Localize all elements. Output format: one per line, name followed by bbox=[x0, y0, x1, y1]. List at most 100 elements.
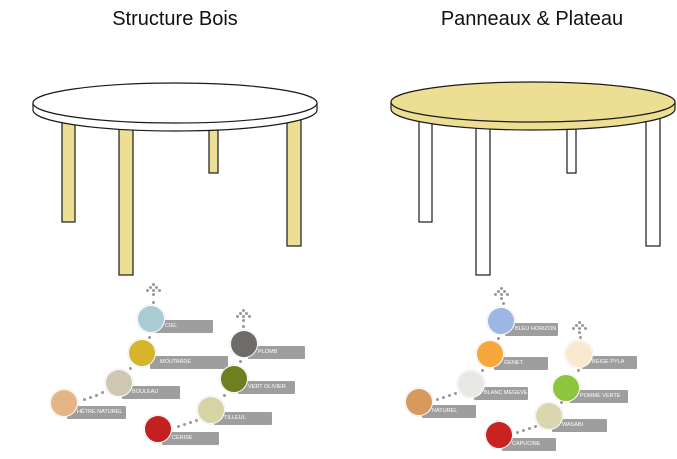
arrow-dot-icon bbox=[155, 286, 158, 289]
arrow-dot-icon bbox=[239, 312, 242, 315]
color-swatch-ciel[interactable] bbox=[137, 305, 165, 333]
title-structure-bois: Structure Bois bbox=[112, 8, 238, 30]
connector-dot bbox=[577, 369, 580, 372]
connector-dot bbox=[528, 427, 531, 430]
arrow-dot-icon bbox=[578, 327, 581, 330]
color-swatch-vert-olivier[interactable] bbox=[220, 365, 248, 393]
color-swatch-capucine[interactable] bbox=[485, 421, 513, 449]
swatch-label: WASABI bbox=[552, 419, 607, 432]
connector-dot bbox=[223, 394, 226, 397]
arrow-dot-icon bbox=[146, 289, 149, 292]
tabletop bbox=[32, 82, 318, 124]
connector-dot bbox=[148, 336, 151, 339]
color-swatch-hêtre-naturel[interactable] bbox=[50, 389, 78, 417]
swatch-label: GENET bbox=[494, 357, 548, 370]
arrow-dot-icon bbox=[572, 327, 575, 330]
connector-dot bbox=[242, 325, 245, 328]
color-swatch-naturel[interactable] bbox=[405, 388, 433, 416]
color-swatch-blanc-megeve[interactable] bbox=[457, 370, 485, 398]
swatch-label: POMME VERTE bbox=[570, 390, 628, 403]
arrow-dot-icon bbox=[149, 286, 152, 289]
color-swatch-bouleau[interactable] bbox=[105, 369, 133, 397]
arrow-dot-icon bbox=[242, 319, 245, 322]
connector-dot bbox=[89, 396, 92, 399]
color-swatch-plomb[interactable] bbox=[230, 330, 258, 358]
color-swatch-genet[interactable] bbox=[476, 340, 504, 368]
swatch-label: TILLEUL bbox=[214, 412, 272, 425]
arrow-dot-icon bbox=[236, 315, 239, 318]
swatch-label: BOULEAU bbox=[122, 386, 180, 399]
arrow-dot-icon bbox=[575, 324, 578, 327]
color-swatch-cerise[interactable] bbox=[144, 415, 172, 443]
connector-dot bbox=[502, 302, 505, 305]
swatch-label: MOUTARDE bbox=[150, 356, 228, 369]
swatch-label: BLANC MEGEVE bbox=[474, 387, 528, 400]
color-swatch-tilleul[interactable] bbox=[197, 396, 225, 424]
connector-dot bbox=[522, 429, 525, 432]
arrow-dot-icon bbox=[500, 287, 503, 290]
arrow-dot-icon bbox=[158, 289, 161, 292]
color-swatch-wasabi[interactable] bbox=[535, 402, 563, 430]
arrow-dot-icon bbox=[248, 315, 251, 318]
table-structure-bois bbox=[32, 82, 318, 276]
table-panneaux-plateau bbox=[390, 81, 676, 276]
connector-dot bbox=[83, 398, 86, 401]
arrow-dot-icon bbox=[500, 293, 503, 296]
arrow-dot-icon bbox=[242, 309, 245, 312]
connector-dot bbox=[177, 425, 180, 428]
color-swatch-pomme-verte[interactable] bbox=[552, 374, 580, 402]
tabletop bbox=[390, 81, 676, 123]
swatch-label: PLOMB bbox=[248, 346, 305, 359]
arrow-dot-icon bbox=[500, 297, 503, 300]
connector-dot bbox=[442, 396, 445, 399]
arrow-dot-icon bbox=[245, 312, 248, 315]
swatch-label: CAPUCINE bbox=[502, 438, 556, 451]
leg bbox=[566, 124, 577, 174]
arrow-dot-icon bbox=[578, 321, 581, 324]
arrow-dot-icon bbox=[152, 289, 155, 292]
connector-dot bbox=[497, 337, 500, 340]
leg bbox=[418, 117, 433, 223]
arrow-dot-icon bbox=[494, 293, 497, 296]
leg bbox=[645, 117, 661, 247]
connector-dot bbox=[516, 431, 519, 434]
leg bbox=[475, 126, 491, 276]
connector-dot bbox=[448, 394, 451, 397]
connector-dot bbox=[481, 369, 484, 372]
arrow-dot-icon bbox=[581, 324, 584, 327]
arrow-dot-icon bbox=[578, 331, 581, 334]
arrow-dot-icon bbox=[584, 327, 587, 330]
connector-dot bbox=[534, 425, 537, 428]
leg bbox=[118, 126, 134, 276]
connector-dot bbox=[239, 360, 242, 363]
connector-dot bbox=[436, 398, 439, 401]
arrow-dot-icon bbox=[242, 315, 245, 318]
connector-dot bbox=[129, 367, 132, 370]
swatch-label: CIEL bbox=[155, 320, 213, 333]
leg bbox=[208, 124, 219, 174]
connector-dot bbox=[189, 421, 192, 424]
color-swatch-bleu-horizon[interactable] bbox=[487, 307, 515, 335]
leg bbox=[61, 119, 76, 223]
swatch-label: BLEU HORIZON bbox=[505, 323, 558, 336]
swatch-label: HÊTRE NATUREL bbox=[67, 406, 126, 419]
connector-dot bbox=[183, 423, 186, 426]
swatch-label: CERISE bbox=[162, 432, 219, 445]
connector-dot bbox=[101, 391, 104, 394]
swatch-label: BEIGE PYLA bbox=[582, 356, 637, 369]
color-swatch-moutarde[interactable] bbox=[128, 339, 156, 367]
connector-dot bbox=[579, 336, 582, 339]
swatch-label: NATUREL bbox=[422, 405, 476, 418]
connector-dot bbox=[152, 301, 155, 304]
connector-dot bbox=[195, 419, 198, 422]
arrow-dot-icon bbox=[503, 290, 506, 293]
leg bbox=[286, 117, 302, 247]
connector-dot bbox=[560, 401, 563, 404]
color-swatch-beige-pyla[interactable] bbox=[565, 340, 593, 368]
arrow-dot-icon bbox=[152, 283, 155, 286]
connector-dot bbox=[95, 394, 98, 397]
swatch-label: VERT OLIVIER bbox=[238, 381, 295, 394]
arrow-dot-icon bbox=[497, 290, 500, 293]
arrow-dot-icon bbox=[506, 293, 509, 296]
